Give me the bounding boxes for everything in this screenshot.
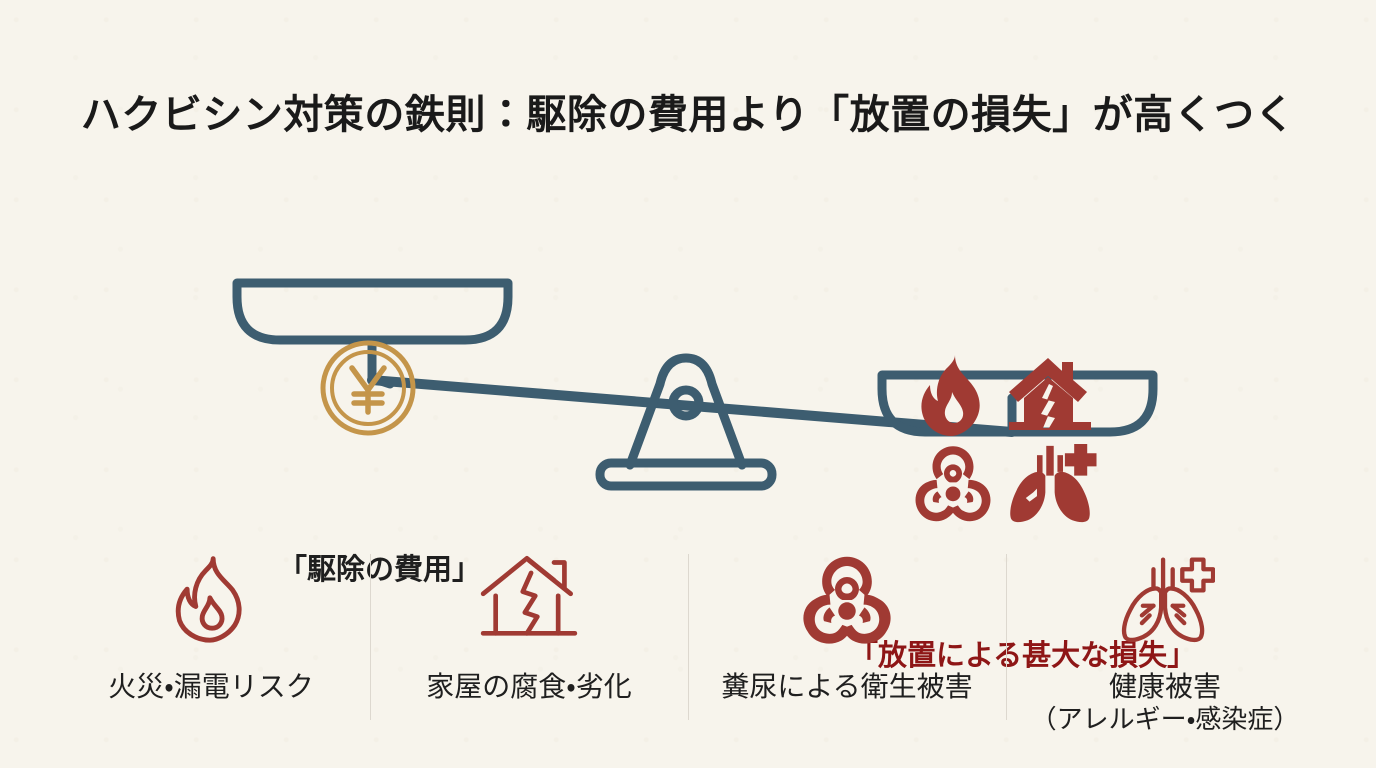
flame-icon (173, 552, 249, 648)
risk-list: 火災・漏電リスク 家屋の腐食・劣化 (52, 548, 1324, 738)
risk-item-fire: 火災・漏電リスク (52, 548, 370, 738)
fulcrum-base (595, 458, 777, 491)
fulcrum-pivot (668, 385, 704, 421)
page-title: ハクビシン対策の鉄則：駆除の費用より「放置の損失」が高くつく (80, 93, 1296, 137)
fulcrum-left-edge (625, 353, 691, 470)
lungs-medical-icon (1115, 552, 1215, 648)
left-pan-label: 「駆除の費用」 (278, 554, 482, 586)
risk-label-main: 糞尿による衛生被害 (721, 671, 973, 702)
balance-scale-svg (232, 278, 1158, 491)
balance-scale-illustration: 「駆除の費用」 「放置による甚大な損失」 (0, 160, 1376, 672)
risk-label-sub: （アレルギー・感染症） (1030, 704, 1300, 735)
risk-item-house-decay: 家屋の腐食・劣化 (370, 548, 688, 738)
left-pan (232, 278, 513, 345)
scale-beam (367, 375, 1017, 437)
right-pan (877, 370, 1158, 437)
cracked-house-icon (479, 552, 579, 648)
risk-label: 糞尿による衛生被害 (721, 670, 972, 704)
biohazard-icon (801, 552, 893, 648)
risk-label: 火災・漏電リスク (108, 670, 314, 704)
risk-label-main: 健康被害 (1108, 671, 1221, 702)
risk-label-main: 火災・漏電リスク (108, 671, 314, 702)
lungs-medical-icon (1010, 443, 1097, 522)
biohazard-icon (915, 445, 990, 521)
flame-icon (920, 355, 980, 436)
risk-label: 家屋の腐食・劣化 (426, 670, 632, 704)
right-pan-label: 「放置による甚大な損失」 (849, 640, 1197, 672)
cracked-house-icon (1009, 358, 1091, 430)
risk-label-main: 家屋の腐食・劣化 (426, 671, 632, 702)
risk-label: 健康被害 （アレルギー・感染症） (1031, 670, 1300, 736)
hazard-icon-cluster (905, 350, 1100, 525)
risk-item-health: 健康被害 （アレルギー・感染症） (1006, 548, 1324, 738)
yen-coin-icon (320, 340, 416, 436)
risk-item-sanitation: 糞尿による衛生被害 (688, 548, 1006, 738)
